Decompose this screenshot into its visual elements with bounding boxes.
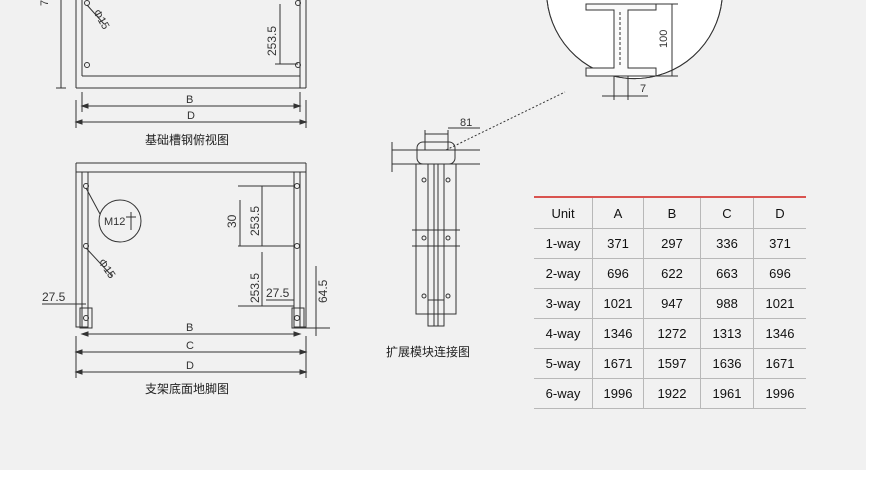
dim-64-5: 64.5 (316, 279, 330, 303)
table-cell: 1996 (753, 378, 806, 409)
table-cell: 622 (643, 258, 701, 289)
table-cell: 696 (753, 258, 806, 289)
table-row: 4-way 1346 1272 1313 1346 (534, 318, 806, 349)
dim-27-5-left: 27.5 (42, 290, 66, 304)
dim-d-top: D (187, 110, 195, 122)
table-cell: 5-way (534, 348, 593, 379)
table-cell: 1346 (592, 318, 644, 349)
table-cell: 947 (643, 288, 701, 319)
table-cell: 1021 (592, 288, 644, 319)
beam-detail: 100 7 (546, 0, 723, 100)
table-cell: 2-way (534, 258, 593, 289)
table-cell: 371 (753, 228, 806, 259)
table-row: 3-way 1021 947 988 1021 (534, 288, 806, 319)
table-row: 5-way 1671 1597 1636 1671 (534, 348, 806, 379)
table-cell: 696 (592, 258, 644, 289)
table-cell: 3-way (534, 288, 593, 319)
dim-253-top: 253.5 (265, 26, 279, 56)
table-row: 2-way 696 622 663 696 (534, 258, 806, 289)
caption-module-connection: 扩展模块连接图 (386, 345, 471, 359)
dim-253-b: 253.5 (248, 273, 262, 303)
table-cell: 6-way (534, 378, 593, 409)
header-d: D (753, 196, 806, 229)
table-cell: 1671 (592, 348, 644, 379)
dim-27-5-right: 27.5 (266, 286, 290, 300)
table-cell: 1671 (753, 348, 806, 379)
dim-30: 30 (225, 214, 239, 228)
dim-b-top: B (186, 94, 193, 106)
table-cell: 988 (700, 288, 754, 319)
dim-7: 7 (640, 83, 646, 95)
table-row: 6-way 1996 1922 1961 1996 (534, 378, 806, 409)
dim-c-bottom: C (186, 340, 194, 352)
side-dim-75: 75 (39, 0, 51, 6)
dim-d-bottom: D (186, 360, 194, 372)
table-cell: 1597 (643, 348, 701, 379)
table-cell: 1636 (700, 348, 754, 379)
caption-channel-top-view: 基础槽钢俯视图 (145, 133, 230, 147)
bracket-bottom-view: M12 Φ15 30 253.5 253.5 27.5 64.5 27.5 B … (42, 162, 330, 378)
table-cell: 1922 (643, 378, 701, 409)
table-cell: 1961 (700, 378, 754, 409)
phi15-label-bottom: Φ15 (96, 257, 118, 281)
dim-100: 100 (658, 30, 670, 48)
module-connection-view: 81 (391, 91, 566, 327)
table-cell: 1021 (753, 288, 806, 319)
table-cell: 4-way (534, 318, 593, 349)
table-cell: 1272 (643, 318, 701, 349)
header-a: A (592, 196, 644, 229)
table-cell: 1346 (753, 318, 806, 349)
header-unit: Unit (534, 196, 593, 229)
header-c: C (700, 196, 754, 229)
header-b: B (643, 196, 701, 229)
dim-81: 81 (460, 117, 472, 129)
table-cell: 1313 (700, 318, 754, 349)
table-header-row: Unit A B C D (534, 196, 806, 229)
table-cell: 297 (643, 228, 701, 259)
table-cell: 336 (700, 228, 754, 259)
dim-253-a: 253.5 (248, 206, 262, 236)
spec-table: Unit A B C D 1-way 371 297 336 371 2-way… (534, 196, 806, 409)
table-cell: 1996 (592, 378, 644, 409)
m12-label: M12 (104, 216, 125, 228)
phi15-label: Φ15 (90, 8, 111, 32)
table-cell: 663 (700, 258, 754, 289)
table-cell: 371 (592, 228, 644, 259)
table-cell: 1-way (534, 228, 593, 259)
channel-top-view: 75 Φ15 253.5 B D (39, 0, 308, 128)
table-row: 1-way 371 297 336 371 (534, 228, 806, 259)
dim-b-bottom: B (186, 322, 193, 334)
caption-bracket-bottom-view: 支架底面地脚图 (145, 382, 230, 396)
